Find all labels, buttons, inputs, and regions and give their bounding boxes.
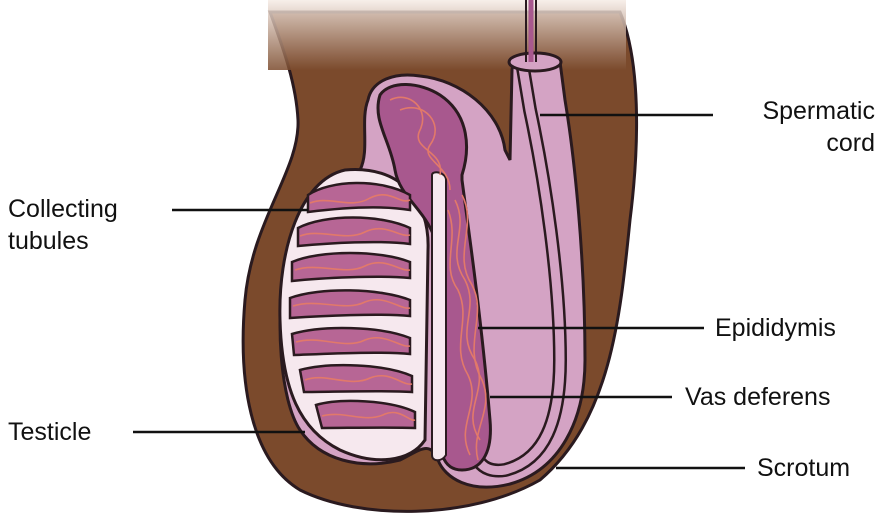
label-testicle: Testicle <box>8 416 91 448</box>
label-spermatic-cord-line2: cord <box>700 127 875 159</box>
label-spermatic-cord: Spermatic cord <box>700 95 875 159</box>
label-collecting-tubules-line1: Collecting <box>8 193 118 225</box>
label-collecting-tubules-line2: tubules <box>8 225 118 257</box>
rete-channel <box>432 172 446 460</box>
label-spermatic-cord-line1: Spermatic <box>700 95 875 127</box>
label-collecting-tubules: Collecting tubules <box>8 193 118 257</box>
label-vas-deferens: Vas deferens <box>685 381 830 413</box>
label-epididymis: Epididymis <box>715 312 836 344</box>
scrotum-top-fade <box>268 0 626 70</box>
label-scrotum: Scrotum <box>757 452 850 484</box>
